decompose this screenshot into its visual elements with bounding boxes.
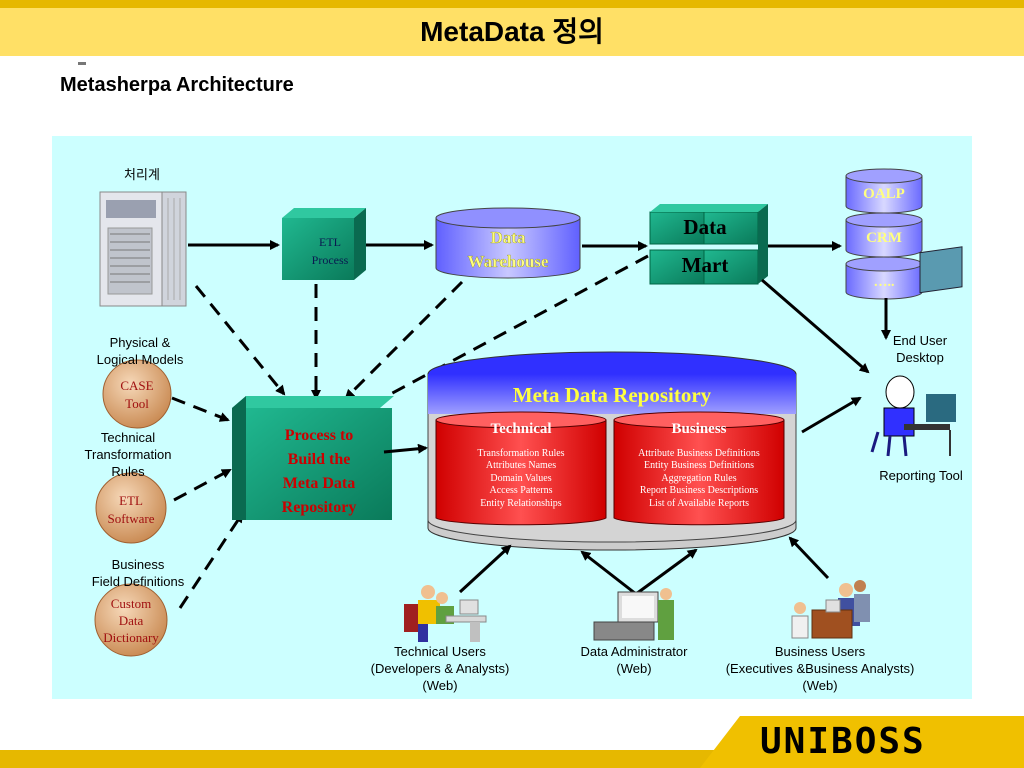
footer-logo-panel: [700, 716, 1024, 768]
etl-process-label-1: ETL: [319, 235, 341, 249]
technical-item: Access Patterns: [489, 485, 552, 496]
arrow-admin-right: [635, 548, 698, 596]
process-build-label-2: Build the: [288, 451, 351, 468]
technical-item: Attributes Names: [486, 460, 556, 471]
reporting-tool-icon: [870, 246, 963, 457]
business-title: Business: [671, 421, 726, 437]
etl-software-label-2: Software: [108, 511, 155, 526]
dashed-arrow-mart: [370, 254, 649, 406]
arrow-mart-to-reporting: [761, 278, 870, 374]
server-icon: [99, 191, 187, 307]
technical-cylinder: [435, 411, 607, 526]
reporting-tool-label: Reporting Tool: [879, 468, 963, 483]
crm-label: CRM: [866, 230, 902, 246]
arrow-business-users: [788, 536, 830, 580]
business-item: Attribute Business Definitions: [638, 448, 760, 459]
process-build-label-4: Repository: [282, 499, 357, 516]
bullet-dash: [78, 62, 86, 65]
arrow-technical-users: [458, 544, 512, 594]
mart-label-2: Mart: [682, 253, 729, 277]
arrow-repository-to-reporting: [801, 396, 862, 434]
header-bar: [0, 8, 1024, 56]
process-build-label-1: Process to: [285, 427, 354, 444]
business-item: Aggregation Rules: [661, 473, 736, 484]
uniboss-logo: UNIBOSS: [760, 721, 926, 762]
dw-label-1: Data: [491, 228, 526, 247]
data-admin-icon: [593, 588, 674, 641]
data-mart-blocks: [649, 204, 768, 285]
case-tool-circle: [102, 359, 172, 429]
technical-item: Domain Values: [490, 473, 551, 484]
business-users-icon: [791, 580, 870, 639]
physical-models-label: Physical &Logical Models: [96, 335, 184, 367]
data-admin-label: Data Administrator(Web): [580, 644, 688, 676]
custom-dictionary-label-2: Data: [119, 613, 144, 628]
business-item: List of Available Reports: [649, 498, 749, 509]
technical-item: Transformation Rules: [477, 448, 564, 459]
mart-label-1: Data: [683, 215, 727, 239]
ellipsis-label: …..: [874, 275, 895, 290]
dashed-arrow-dw: [344, 280, 464, 400]
header-top-bar: [0, 0, 1024, 8]
dashed-arrow-custom: [178, 512, 244, 609]
dashed-arrow-case: [171, 396, 230, 422]
process-build-label-3: Meta Data: [283, 475, 355, 492]
custom-dictionary-label-1: Custom: [111, 596, 151, 611]
business-cylinder: [613, 411, 785, 526]
data-warehouse-cylinder: [435, 207, 581, 279]
technical-users-label: Technical Users(Developers & Analysts)(W…: [370, 644, 510, 693]
etl-process-box: [282, 208, 366, 280]
technical-item: Entity Relationships: [480, 498, 561, 509]
technical-title: Technical: [490, 421, 551, 437]
other-cylinder: [845, 256, 923, 300]
business-item: Entity Business Definitions: [644, 460, 754, 471]
olap-cylinder: [845, 168, 923, 214]
page-title: MetaData 정의: [420, 16, 604, 47]
etl-software-circle: [95, 472, 167, 544]
technical-users-icon: [404, 585, 487, 642]
source-system-label: 처리계: [124, 167, 160, 182]
case-tool-label-2: Tool: [125, 396, 149, 411]
dw-label-2: Warehouse: [468, 252, 549, 271]
arrow-process-to-repository: [383, 443, 428, 454]
etl-process-label-2: Process: [312, 253, 349, 267]
custom-dictionary-circle: [94, 583, 168, 657]
arrow-admin-left: [580, 550, 637, 596]
process-build-box: [232, 396, 394, 520]
crm-cylinder: [845, 212, 923, 258]
repository-title: Meta Data Repository: [513, 383, 712, 407]
dashed-arrow-etl-software: [173, 468, 232, 502]
etl-software-label-1: ETL: [119, 493, 143, 508]
custom-dictionary-label-3: Dictionary: [103, 630, 159, 645]
olap-label: OALP: [863, 186, 905, 202]
dashed-arrow-source: [194, 285, 286, 396]
business-item: Report Business Descriptions: [640, 485, 758, 496]
business-users-label: Business Users(Executives &Business Anal…: [725, 644, 915, 693]
page-subtitle: Metasherpa Architecture: [60, 74, 294, 96]
case-tool-label-1: CASE: [120, 378, 153, 393]
